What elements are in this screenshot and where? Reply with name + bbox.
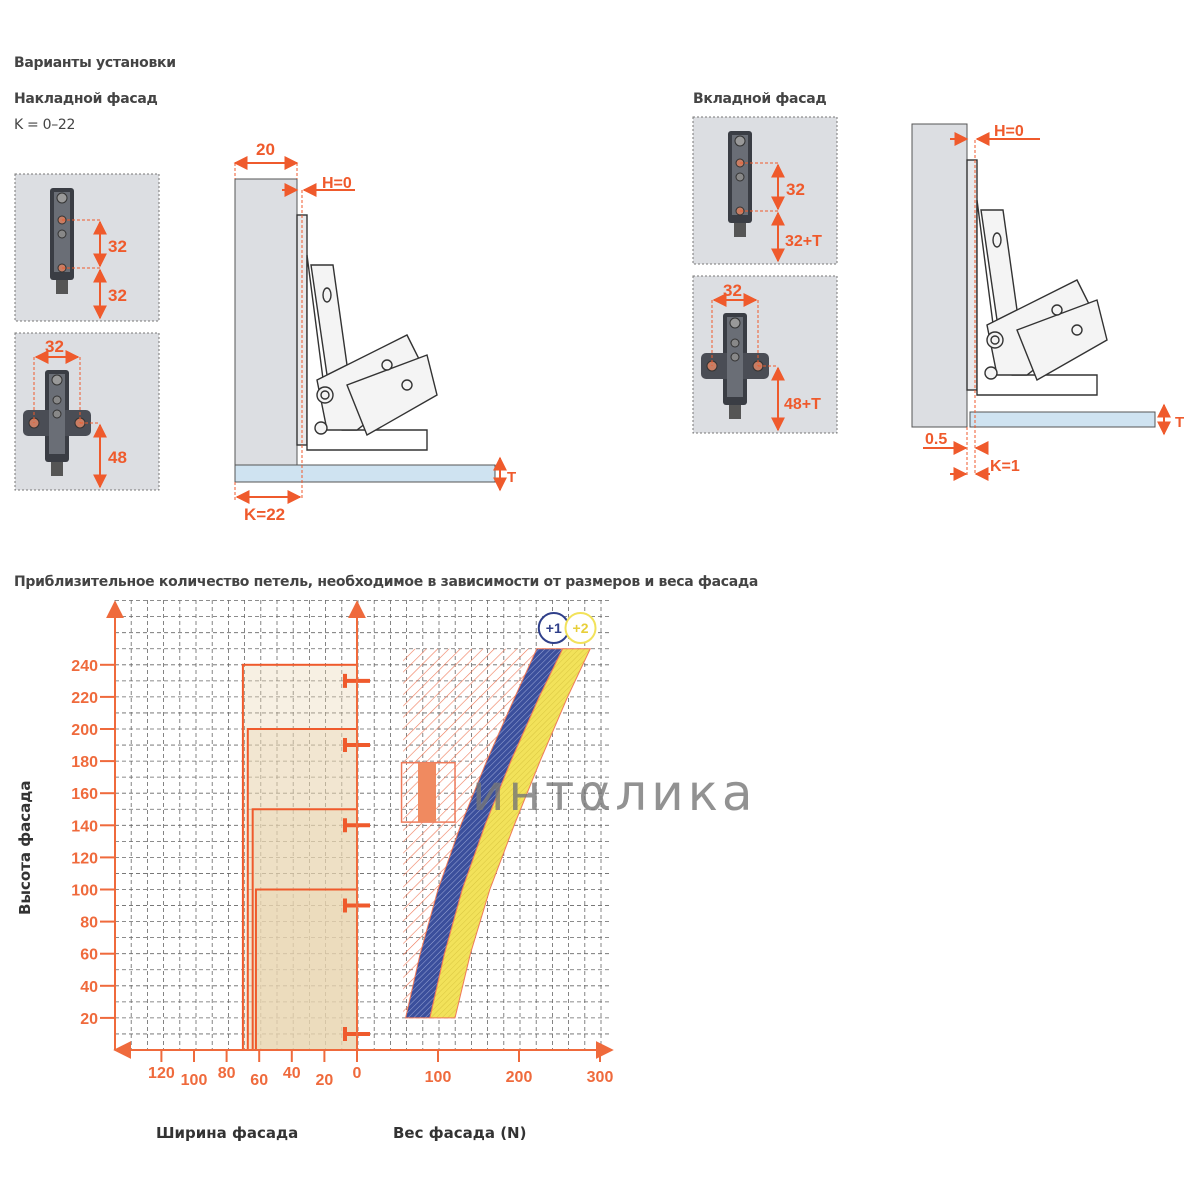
dim-label: H=0 [994, 123, 1024, 140]
y-tick-label: 20 [80, 1011, 98, 1028]
y-axis-label: Высота фасада [16, 781, 34, 916]
inset-title: Вкладной фасад [693, 91, 827, 107]
dim-label: 0.5 [925, 431, 947, 448]
dim-label: 32 [108, 237, 127, 256]
y-tick-label: 240 [71, 658, 98, 675]
dim-label: 32+T [785, 233, 822, 250]
dim-label: 20 [256, 140, 275, 159]
width-tick-label: 80 [218, 1065, 236, 1082]
y-tick-label: 100 [71, 883, 98, 900]
width-tick-label: 120 [148, 1065, 175, 1082]
weight-tick-label: 100 [425, 1069, 452, 1086]
width-tick-label: 40 [283, 1065, 301, 1082]
dim-label: 48+T [784, 396, 821, 413]
overlay-plate-diagram-1: 32 32 [14, 173, 160, 322]
band-badge-label: +2 [573, 620, 589, 636]
y-tick-label: 160 [71, 786, 98, 803]
dim-label: 32 [45, 337, 64, 356]
y-tick-label: 180 [71, 754, 98, 771]
y-tick-label: 60 [80, 947, 98, 964]
dim-label: T [1175, 414, 1184, 431]
overlay-title: Накладной фасад [14, 91, 158, 107]
chart-title: Приблизительное количество петель, необх… [14, 574, 759, 590]
y-tick-label: 140 [71, 818, 98, 835]
example-fill [418, 762, 436, 823]
dim-label: K=1 [990, 458, 1020, 475]
width-tick-label: 20 [316, 1072, 334, 1089]
hatched-region [403, 648, 537, 1018]
band-badge-label: +1 [546, 620, 562, 636]
inset-plate-diagram-1: 32 32+T [692, 116, 838, 265]
dim-label: 32 [723, 281, 742, 300]
y-tick-label: 220 [71, 690, 98, 707]
y-tick-label: 80 [80, 915, 98, 932]
width-zone [254, 888, 358, 1051]
dim-label: 32 [108, 286, 127, 305]
width-tick-label: 0 [353, 1065, 362, 1082]
band-badge [564, 612, 597, 644]
dim-label: H=0 [322, 175, 352, 192]
inset-side-view: H=0 T 0.5 K=1 [911, 123, 1184, 481]
width-axis-label: Ширина фасада [156, 1124, 298, 1142]
dim-label: T [507, 469, 516, 486]
dim-label: 48 [108, 448, 127, 467]
overlay-plate-diagram-2: 32 48 [14, 332, 160, 491]
dim-label: K=22 [244, 505, 285, 524]
inset-plate-diagram-2: 32 48+T [692, 275, 838, 434]
width-tick-label: 60 [250, 1072, 268, 1089]
y-tick-label: 120 [71, 850, 98, 867]
dim-label: 32 [786, 180, 805, 199]
band-2 [429, 648, 592, 1019]
width-tick-label: 100 [181, 1072, 208, 1089]
overlay-k-range: K = 0–22 [14, 117, 76, 133]
weight-axis-label: Вес фасада (N) [393, 1124, 526, 1142]
y-tick-label: 200 [71, 722, 98, 739]
weight-tick-label: 300 [587, 1069, 614, 1086]
overlay-side-view: 20 H=0 T K=22 [233, 140, 516, 524]
watermark-logo: интαлика [472, 764, 757, 822]
section-title: Варианты установки [14, 55, 176, 71]
y-tick-label: 40 [80, 979, 98, 996]
weight-tick-label: 200 [506, 1069, 533, 1086]
